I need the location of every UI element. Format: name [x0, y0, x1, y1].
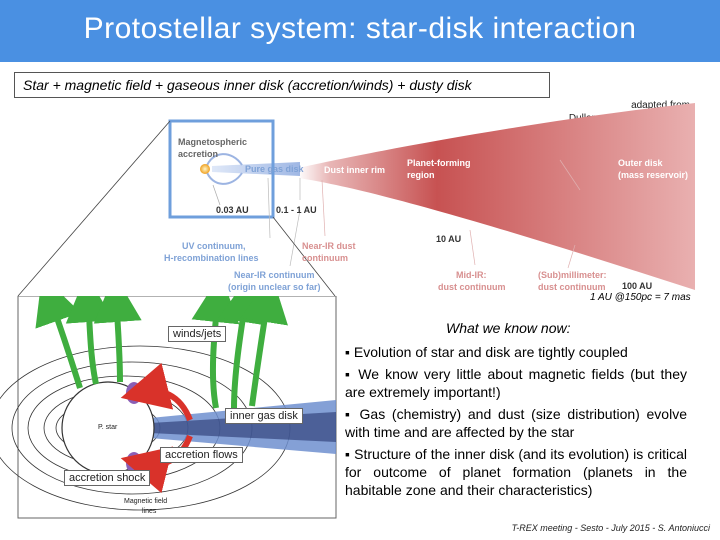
tag-inner-gas-disk: inner gas disk [225, 408, 303, 424]
knowledge-title: What we know now: [446, 320, 571, 336]
credit-line1: adapted from [631, 100, 690, 111]
knowledge-bullets: ▪ Evolution of star and disk are tightly… [345, 343, 687, 503]
label-0-1-1-au: 0.1 - 1 AU [276, 205, 317, 215]
label-mass-reservoir: (mass reservoir) [618, 170, 689, 180]
zoom-box [168, 119, 275, 219]
tag-accretion-flows: accretion flows [160, 447, 243, 463]
label-pure-gas-disk: Pure gas disk [245, 164, 304, 174]
label-submm-dust: dust continuum [538, 282, 606, 292]
magnetosphere-diagram [0, 296, 337, 519]
bullet-item: ▪ Structure of the inner disk (and its e… [345, 446, 687, 498]
magnetosphere-arc [205, 169, 243, 185]
label-dust-inner-rim: Dust inner rim [324, 165, 386, 175]
label-near-ir-dust-continuum: continuum [302, 253, 348, 263]
tag-winds-jets: winds/jets [168, 326, 227, 342]
gas-disk-shape [212, 162, 300, 176]
title-bar [0, 0, 720, 62]
label-outer-disk: Outer disk [618, 158, 663, 168]
star-icon [200, 164, 210, 174]
label-field-lines-2: lines [142, 508, 157, 515]
label-region: region [407, 170, 435, 180]
subtitle: Star + magnetic field + gaseous inner di… [23, 77, 472, 93]
label-10-au: 10 AU [436, 234, 462, 244]
page-title: Protostellar system: star-disk interacti… [83, 12, 637, 45]
label-field-lines: Magnetic field [124, 498, 168, 505]
label-planet-forming: Planet-forming [407, 158, 471, 168]
footer: T-REX meeting - Sesto - July 2015 - S. A… [511, 523, 710, 533]
magnetosphere-arc [205, 153, 243, 169]
accretion-flow-arrow [120, 362, 193, 422]
dusty-disk-shape [298, 103, 695, 290]
label-origin-unclear: (origin unclear so far) [228, 282, 321, 292]
label-near-ir-continuum: Near-IR continuum [234, 270, 315, 280]
label-submm: (Sub)millimeter: [538, 270, 607, 280]
tag-accretion-shock: accretion shock [64, 470, 151, 486]
label-h-recombination: H-recombination lines [164, 253, 259, 263]
label-0-03-au: 0.03 AU [216, 205, 249, 215]
label-near-ir-dust: Near-IR dust [302, 241, 356, 251]
bullet-item: ▪ Gas (chemistry) and dust (size distrib… [345, 406, 687, 440]
jet-arrows [35, 296, 288, 409]
label-p-star: P. star [98, 424, 118, 431]
label-100-au: 100 AU [622, 281, 653, 291]
label-mid-ir-dust: dust continuum [438, 282, 506, 292]
label-mid-ir: Mid-IR: [456, 270, 487, 280]
label-uv-continuum: UV continuum, [182, 241, 246, 251]
accretion-shock-spot [126, 382, 142, 404]
scale-note: 1 AU @150pc = 7 mas [590, 292, 691, 303]
bullet-item: ▪ We know very little about magnetic fie… [345, 366, 687, 400]
subtitle-box: Star + magnetic field + gaseous inner di… [14, 72, 550, 98]
bullet-item: ▪ Evolution of star and disk are tightly… [345, 344, 628, 360]
label-accretion: accretion [178, 149, 219, 159]
label-magnetospheric: Magnetospheric [178, 137, 248, 147]
